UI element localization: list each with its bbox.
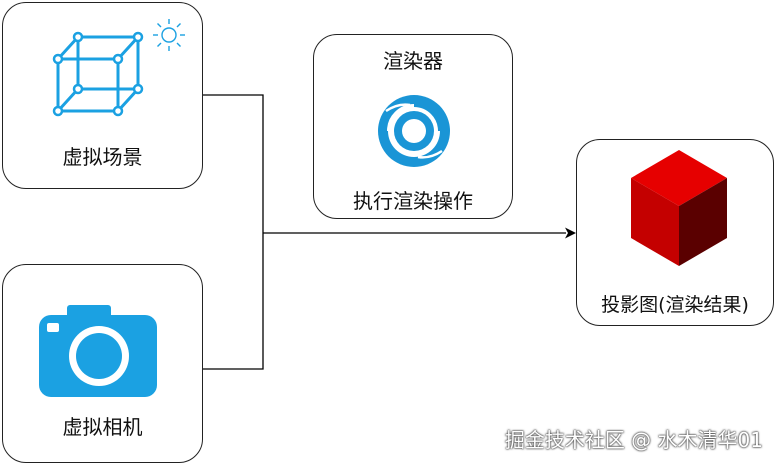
renderer-aperture-icon xyxy=(378,95,450,167)
wireframe-cube-icon xyxy=(52,31,144,117)
arrow-head xyxy=(565,227,576,239)
result-label: 投影图(渲染结果) xyxy=(601,294,749,316)
renderer-label: 执行渲染操作 xyxy=(353,189,473,213)
red-cube-icon xyxy=(631,150,727,266)
renderer-node: 渲染器 执行渲染操作 xyxy=(313,34,513,219)
virtual-camera-label: 虚拟相机 xyxy=(62,415,143,439)
camera-icon xyxy=(39,305,157,397)
camera-connector xyxy=(203,233,264,370)
watermark-text: 掘金技术社区 @ 水木清华01 xyxy=(504,428,763,452)
cube-left-face xyxy=(631,178,679,266)
virtual-camera-node: 虚拟相机 xyxy=(2,264,203,463)
result-node: 投影图(渲染结果) xyxy=(576,139,774,326)
renderer-title: 渲染器 xyxy=(383,49,443,73)
virtual-scene-label: 虚拟场景 xyxy=(62,145,143,169)
virtual-scene-node: 虚拟场景 xyxy=(2,2,203,189)
cube-right-face xyxy=(679,178,727,266)
scene-connector xyxy=(203,94,264,233)
sun-icon xyxy=(153,19,185,51)
